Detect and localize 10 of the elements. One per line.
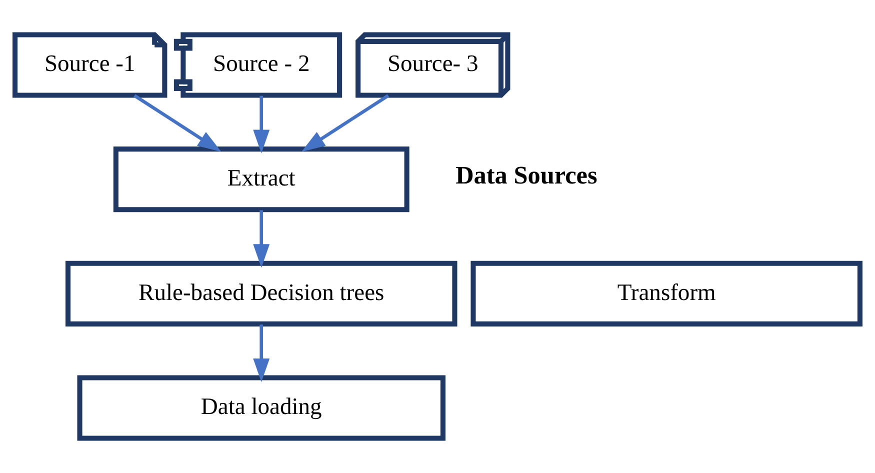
node-box: Rule-based Decision trees (65, 260, 458, 326)
arrow (134, 94, 222, 152)
node-box: Transform (470, 260, 862, 326)
label: Data Sources (456, 162, 598, 190)
arrow (253, 210, 270, 268)
arrow (253, 96, 270, 154)
node-box: Extract (113, 146, 410, 212)
node-box: Data loading (77, 375, 446, 441)
arrow (301, 94, 390, 152)
arrow (253, 324, 270, 382)
